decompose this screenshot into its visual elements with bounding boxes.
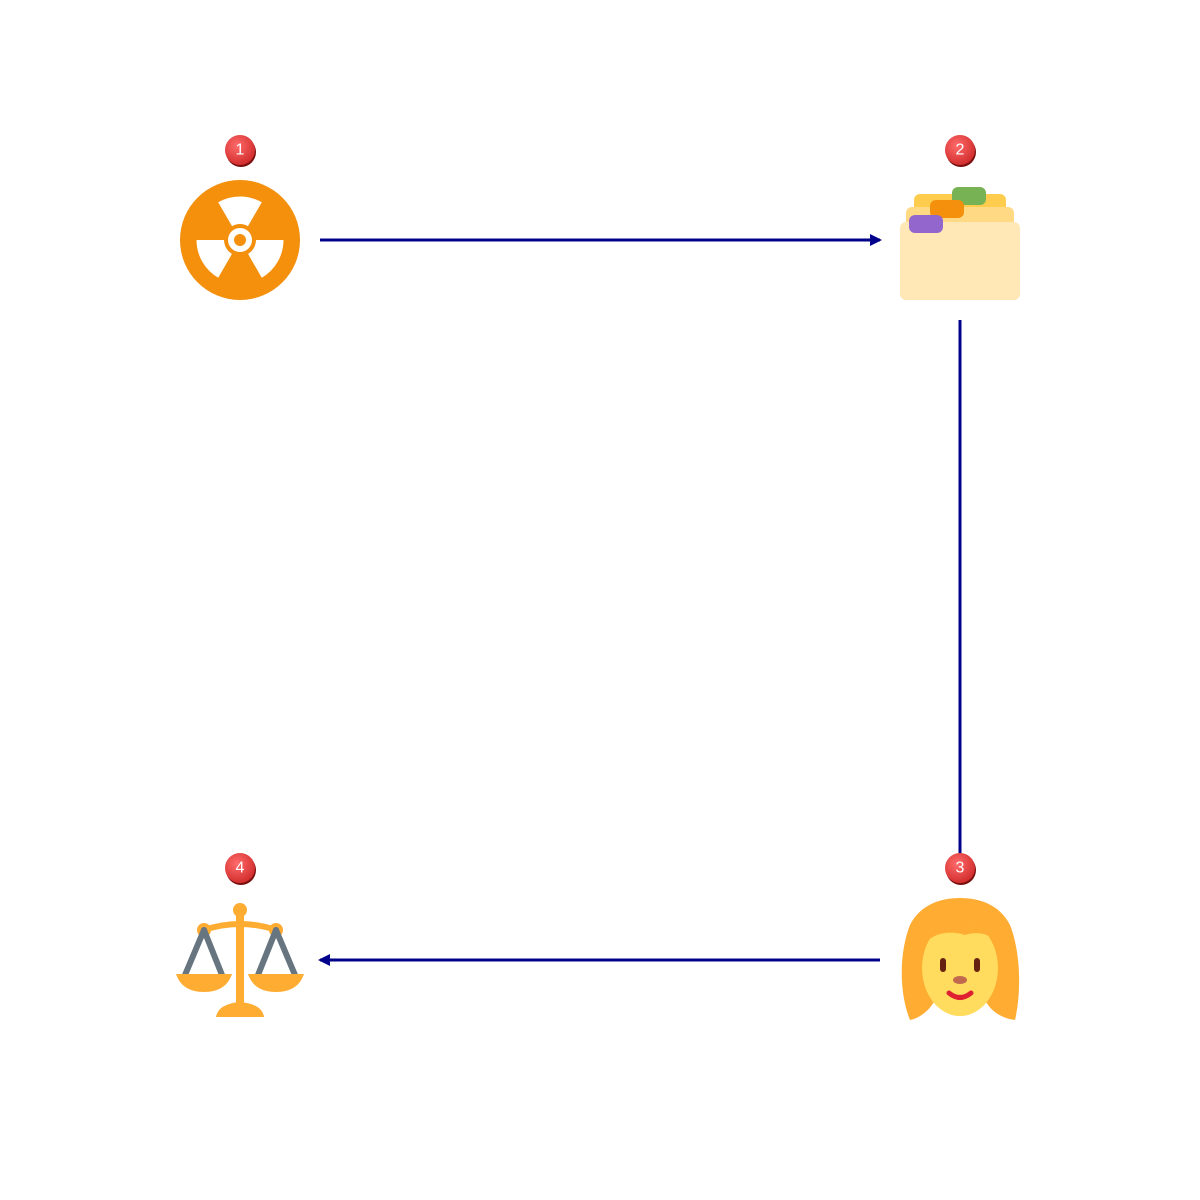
badge-label: 2	[956, 142, 965, 159]
radioactive-icon	[180, 180, 300, 300]
card-index-dividers-icon	[900, 187, 1020, 300]
node-3[interactable]: 3	[901, 853, 1020, 1020]
node-1[interactable]: 1	[180, 135, 300, 300]
balance-scale-icon	[176, 903, 304, 1017]
badge-2: 2	[945, 135, 976, 167]
node-2[interactable]: 2	[900, 135, 1020, 300]
node-4[interactable]: 4	[176, 853, 304, 1017]
badge-4: 4	[225, 853, 256, 885]
badge-label: 3	[956, 860, 965, 877]
woman-icon	[901, 898, 1020, 1020]
badge-3: 3	[945, 853, 976, 885]
badge-label: 1	[236, 142, 245, 159]
badge-1: 1	[225, 135, 256, 167]
badge-label: 4	[236, 860, 245, 877]
